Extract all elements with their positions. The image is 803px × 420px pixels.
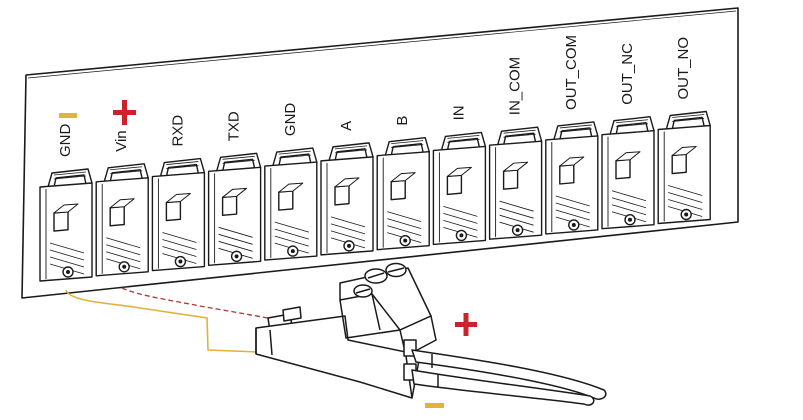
terminal-label: OUT_COM <box>563 35 580 110</box>
board-edge-sketch <box>27 10 737 79</box>
terminal-slot <box>657 110 711 225</box>
plug-polarity <box>425 313 477 408</box>
terminal-slot <box>39 168 93 282</box>
terminal-label: Vin <box>113 130 130 151</box>
terminal-strip <box>39 110 711 282</box>
terminal-label: IN <box>450 105 467 120</box>
terminal-slot <box>264 147 318 261</box>
terminal-label: OUT_NC <box>619 43 636 105</box>
power-cable <box>411 349 607 406</box>
plug-plus-mark <box>455 313 477 336</box>
terminal-label: GND <box>282 103 299 137</box>
terminal-slot <box>320 142 374 256</box>
terminal-label: TXD <box>226 111 243 141</box>
board-vin-plus-mark <box>113 100 136 125</box>
board-polarity <box>59 100 136 125</box>
terminal-slot <box>601 116 655 230</box>
terminal-slot <box>207 152 262 267</box>
terminal-label: GND <box>57 124 74 158</box>
terminal-slot <box>432 131 487 246</box>
board-wires <box>65 287 269 353</box>
terminal-slot <box>95 163 149 277</box>
terminal-labels: GND Vin RXD TXD GND A B IN IN_COM OUT_COM OUT_NC OU… <box>57 35 692 157</box>
terminal-slot <box>376 136 430 251</box>
terminal-label: A <box>338 121 355 131</box>
pluggable-connector <box>255 262 437 399</box>
terminal-label: IN_COM <box>507 57 524 115</box>
terminal-label: OUT_NO <box>675 37 692 100</box>
terminal-slot <box>488 126 543 240</box>
plug-minus-mark <box>425 403 444 408</box>
vin-wire <box>121 287 269 319</box>
ground-wire <box>65 289 259 353</box>
terminal-slot <box>545 121 599 235</box>
board-gnd-minus-mark <box>59 113 77 118</box>
terminal-slot <box>151 157 206 272</box>
screw-icon <box>364 268 388 284</box>
terminal-label: B <box>394 116 411 126</box>
screw-icon <box>385 262 407 278</box>
connector-body <box>255 315 421 399</box>
terminal-label: RXD <box>169 115 186 147</box>
